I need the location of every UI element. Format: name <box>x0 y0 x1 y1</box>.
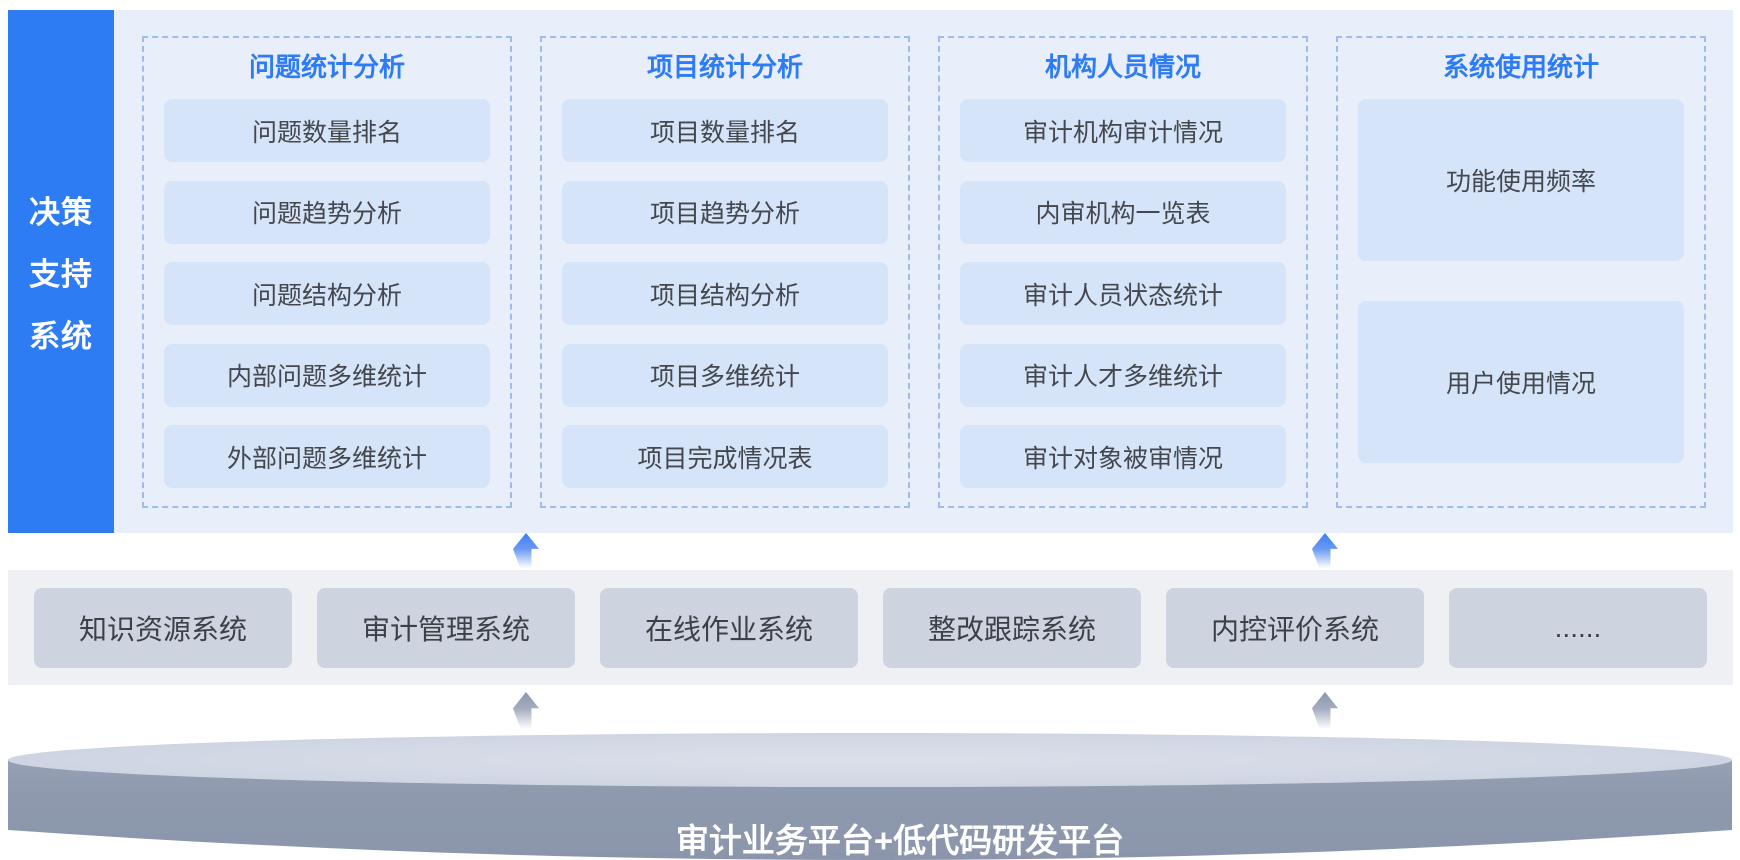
stat-item: 外部问题多维统计 <box>164 425 490 488</box>
stat-column-system-usage: 系统使用统计 功能使用频率 用户使用情况 <box>1336 36 1706 508</box>
stat-item: 功能使用频率 <box>1358 99 1684 261</box>
system-box: 内控评价系统 <box>1166 587 1424 668</box>
column-title: 机构人员情况 <box>1044 52 1201 82</box>
stat-item: 审计人才多维统计 <box>960 343 1286 407</box>
subsystems-row: 知识资源系统 审计管理系统 在线作业系统 整改跟踪系统 内控评价系统 .....… <box>8 570 1733 685</box>
column-title: 系统使用统计 <box>1442 52 1599 82</box>
sidebar-title-line: 决策 <box>29 195 93 230</box>
up-arrow-blue-icon <box>1312 533 1338 569</box>
column-item-list: 功能使用频率 用户使用情况 <box>1358 99 1684 488</box>
system-box: 整改跟踪系统 <box>883 587 1141 668</box>
platform-label: 审计业务平台+低代码研发平台 <box>676 822 1124 859</box>
stat-item: 项目多维统计 <box>562 343 888 407</box>
stat-column-problem: 问题统计分析 问题数量排名 问题趋势分析 问题结构分析 内部问题多维统计 外部问… <box>142 36 512 508</box>
stat-item: 内审机构一览表 <box>960 180 1286 244</box>
stat-item: 审计对象被审情况 <box>960 425 1286 488</box>
sidebar-title-line: 系统 <box>29 319 93 354</box>
sidebar-title-line: 支持 <box>29 257 93 292</box>
stat-item: 项目结构分析 <box>562 262 888 325</box>
stat-column-project: 项目统计分析 项目数量排名 项目趋势分析 项目结构分析 项目多维统计 项目完成情… <box>540 36 910 508</box>
column-title: 问题统计分析 <box>248 52 405 82</box>
up-arrow-blue-icon <box>513 533 539 569</box>
stat-item: 项目趋势分析 <box>562 180 888 244</box>
decision-support-sidebar: 决策 支持 系统 <box>8 10 114 533</box>
system-box-more: ...... <box>1449 587 1707 668</box>
stat-item: 审计机构审计情况 <box>960 99 1286 162</box>
decision-support-panel: 问题统计分析 问题数量排名 问题趋势分析 问题结构分析 内部问题多维统计 外部问… <box>114 10 1733 533</box>
cylinder-body <box>8 760 1732 860</box>
stat-column-organization: 机构人员情况 审计机构审计情况 内审机构一览表 审计人员状态统计 审计人才多维统… <box>938 36 1308 508</box>
decision-support-section: 决策 支持 系统 问题统计分析 问题数量排名 问题趋势分析 问题结构分析 内部问… <box>8 10 1733 533</box>
column-title: 项目统计分析 <box>646 52 803 82</box>
stat-item: 项目数量排名 <box>562 99 888 162</box>
stat-item: 审计人员状态统计 <box>960 262 1286 325</box>
system-box: 在线作业系统 <box>600 587 858 668</box>
cylinder-top <box>8 733 1732 787</box>
stat-item: 用户使用情况 <box>1358 301 1684 463</box>
stat-item: 内部问题多维统计 <box>164 343 490 407</box>
platform-cylinder: 审计业务平台+低代码研发平台 <box>8 712 1732 860</box>
system-box: 审计管理系统 <box>317 587 575 668</box>
stat-item: 项目完成情况表 <box>562 425 888 488</box>
stat-item: 问题结构分析 <box>164 262 490 325</box>
column-item-list: 问题数量排名 问题趋势分析 问题结构分析 内部问题多维统计 外部问题多维统计 <box>164 99 490 488</box>
column-item-list: 项目数量排名 项目趋势分析 项目结构分析 项目多维统计 项目完成情况表 <box>562 99 888 488</box>
column-item-list: 审计机构审计情况 内审机构一览表 审计人员状态统计 审计人才多维统计 审计对象被… <box>960 99 1286 488</box>
stat-item: 问题数量排名 <box>164 99 490 162</box>
stat-item: 问题趋势分析 <box>164 180 490 244</box>
system-box: 知识资源系统 <box>34 587 292 668</box>
